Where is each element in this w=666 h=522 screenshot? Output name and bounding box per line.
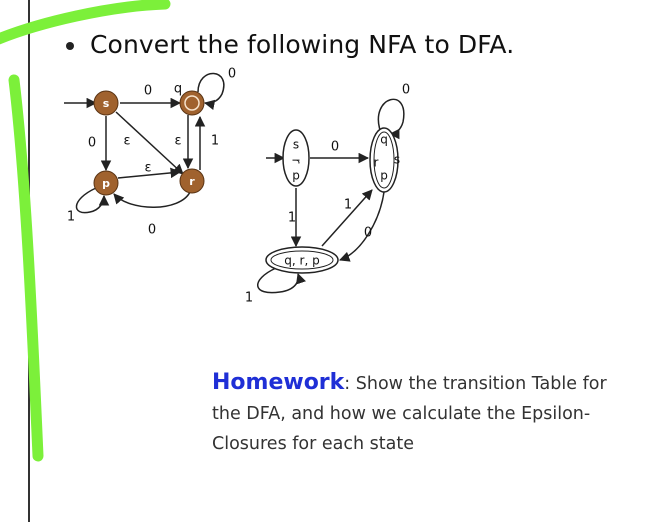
nfa-state-p xyxy=(93,170,119,196)
dfa-state-start-p: p xyxy=(292,169,300,183)
dfa-edge-bottom-right xyxy=(321,189,373,247)
annotation-highlight-stroke xyxy=(0,0,171,462)
title-row: Convert the following NFA to DFA. xyxy=(66,30,514,59)
nfa-label-q-loop: 0 xyxy=(228,67,236,82)
dfa-edge-right-bottom xyxy=(339,191,385,262)
nfa-state-r-label: r xyxy=(189,175,195,188)
bullet-icon xyxy=(66,42,74,50)
homework-line-3: Closures for each state xyxy=(212,434,414,454)
dfa-state-right-accept-ring xyxy=(373,131,395,189)
nfa-label-s-r: ε xyxy=(123,134,130,149)
dfa-state-bottom-label: q, r, p xyxy=(284,254,319,268)
nfa-state-q xyxy=(179,90,205,116)
nfa-label-s-p: 0 xyxy=(88,136,96,151)
dfa-label-right-loop: 0 xyxy=(402,83,410,98)
dfa-label-start-right: 0 xyxy=(331,140,339,155)
dfa-label-right-bottom: 0 xyxy=(364,226,372,241)
nfa-loop-q xyxy=(197,72,225,110)
dfa-state-start-s: s xyxy=(293,138,299,152)
nfa-label-s-q-extra: q xyxy=(174,82,182,97)
nfa-edge-s-r xyxy=(115,111,184,175)
homework-colon: : xyxy=(344,374,351,394)
dfa-state-right xyxy=(369,127,399,193)
dfa-state-start xyxy=(282,129,310,187)
dfa-state-start-r: r xyxy=(290,159,304,164)
nfa-loop-p xyxy=(75,187,110,214)
nfa-edge-p-r xyxy=(117,167,182,179)
dfa-diagram: s r p q r s p q, r, p 0 0 1 1 0 1 xyxy=(245,83,410,306)
nfa-label-p-r: ε xyxy=(144,161,151,176)
nfa-state-s-label: s xyxy=(103,97,110,110)
nfa-state-q-accept-ring xyxy=(184,95,200,111)
nfa-label-s-q: 0 xyxy=(144,84,152,99)
slide-title: Convert the following NFA to DFA. xyxy=(90,30,515,59)
homework-line-1: Homework: Show the transition Table for xyxy=(212,368,657,399)
nfa-state-p-label: p xyxy=(102,177,110,190)
dfa-label-bottom-right: 1 xyxy=(344,198,352,213)
dfa-state-bottom-accept-ring xyxy=(270,250,334,270)
dfa-label-bottom-loop: 1 xyxy=(245,291,253,306)
dfa-state-right-p: p xyxy=(380,169,388,183)
dfa-state-right-s: s xyxy=(394,153,400,167)
homework-line-2: the DFA, and how we calculate the Epsilo… xyxy=(212,404,591,424)
nfa-state-r xyxy=(179,168,205,194)
homework-text: Homework: Show the transition Table for … xyxy=(212,368,657,459)
nfa-label-p-loop: 1 xyxy=(67,210,75,225)
nfa-label-r-q: 1 xyxy=(211,134,219,149)
nfa-state-s xyxy=(93,90,119,116)
homework-line-1-text: Show the transition Table for xyxy=(350,374,607,394)
nfa-label-q-r: ε xyxy=(174,134,181,149)
dfa-state-right-r: r xyxy=(374,156,379,170)
dfa-state-bottom xyxy=(265,246,339,274)
dfa-loop-bottom xyxy=(257,267,306,294)
nfa-diagram: s q p r 0 q 0 0 ε ε 1 ε 0 1 xyxy=(64,67,236,238)
homework-heading: Homework xyxy=(212,370,345,395)
nfa-label-r-p: 0 xyxy=(148,223,156,238)
dfa-label-start-bottom: 1 xyxy=(288,211,296,226)
dfa-loop-right xyxy=(377,98,405,140)
nfa-edge-r-p xyxy=(113,191,191,208)
dfa-state-right-q: q xyxy=(380,133,388,147)
